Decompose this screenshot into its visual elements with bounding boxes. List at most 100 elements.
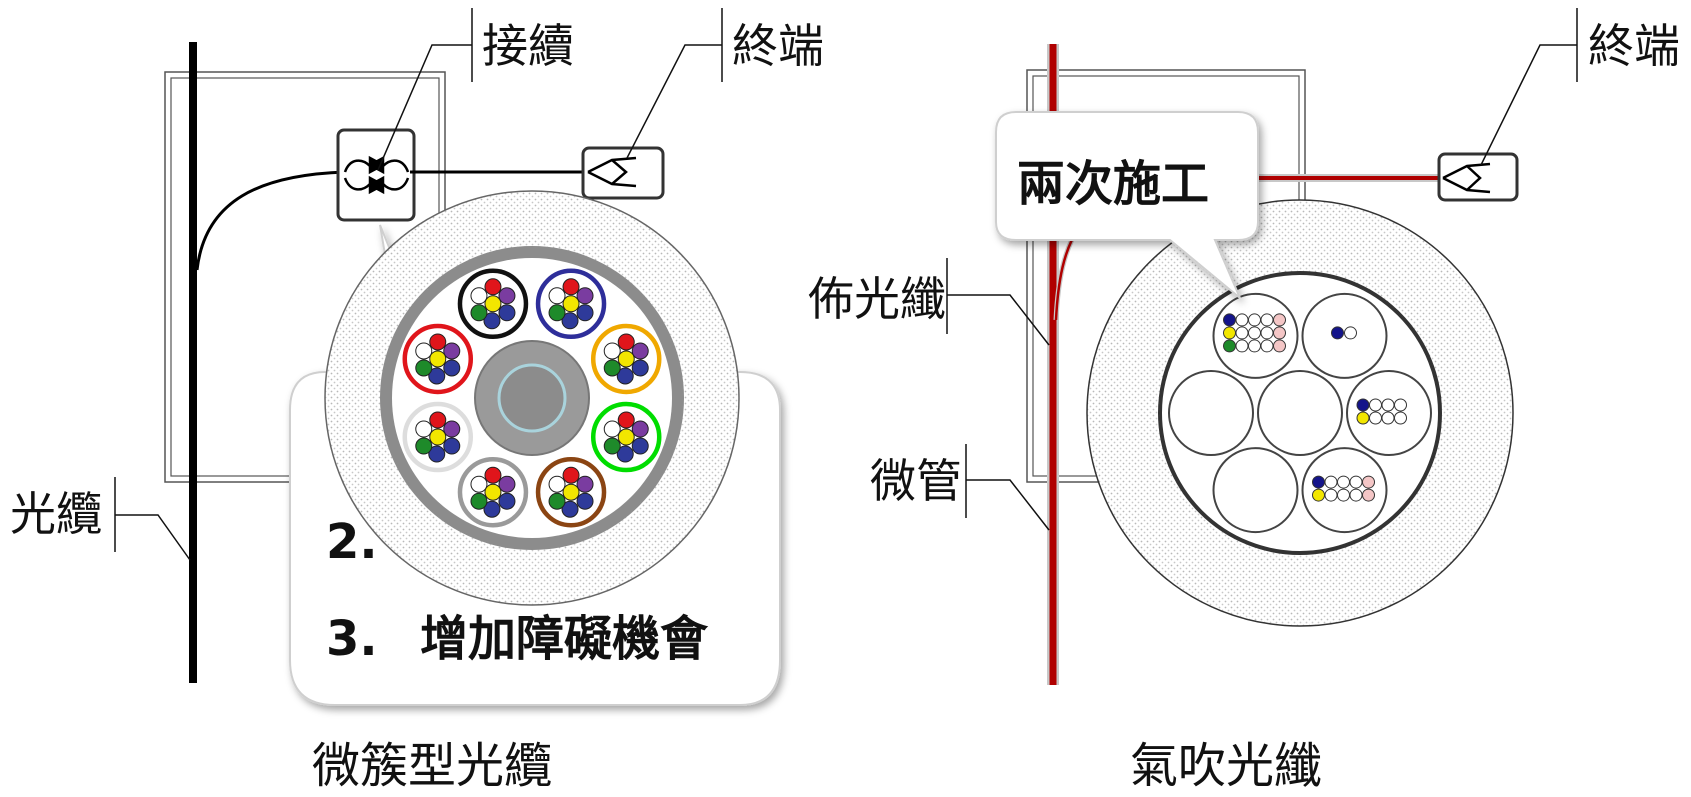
- fiber-dot: [1394, 398, 1407, 412]
- splice-connector-icon: [343, 155, 410, 195]
- fiber-dot: [562, 278, 580, 296]
- fiber-bundle: [590, 323, 662, 395]
- fiber-dot: [1235, 339, 1249, 353]
- fiber-dot: [470, 304, 488, 322]
- micro-duct: [1168, 370, 1254, 456]
- fiber-bundle: [457, 268, 529, 340]
- fiber-dot: [415, 359, 433, 377]
- label-cable: 光纜: [10, 487, 102, 541]
- fiber-dot: [1248, 313, 1261, 327]
- fiber-dot: [617, 411, 635, 429]
- fiber-dot: [616, 367, 634, 385]
- fiber-dot: [443, 359, 461, 377]
- fiber-dot: [428, 367, 446, 385]
- micro-duct: [1212, 447, 1299, 534]
- fiber-dot: [1344, 326, 1357, 340]
- fiber-dot: [1312, 488, 1325, 502]
- fiber-dot: [415, 342, 433, 360]
- fiber-dot: [548, 287, 566, 305]
- fiber-dot: [484, 295, 502, 313]
- fiber-dot: [548, 492, 566, 510]
- fiber-dot: [483, 312, 501, 330]
- fiber-dot: [1356, 398, 1370, 412]
- fiber-dot: [1248, 326, 1261, 340]
- left-caption: 微簇型光纜: [312, 738, 552, 794]
- fiber-dot: [1273, 339, 1286, 353]
- fiber-dot: [1260, 326, 1274, 340]
- fiber-dot: [1273, 313, 1286, 327]
- fiber-dot: [1369, 398, 1382, 412]
- fiber-dot: [631, 342, 649, 360]
- fiber-dot: [603, 437, 621, 455]
- fiber-dot: [1248, 339, 1261, 353]
- fiber-dot: [1362, 475, 1375, 489]
- fiber-dot: [548, 475, 566, 493]
- right-caption: 氣吹光纖: [1130, 738, 1322, 794]
- fiber-dot: [576, 492, 594, 510]
- fiber-dot: [1337, 488, 1350, 502]
- fiber-dot: [1223, 339, 1236, 353]
- fiber-dot: [443, 437, 461, 455]
- fiber-dot: [1362, 488, 1375, 502]
- fiber-dot: [1349, 488, 1363, 502]
- fiber-dot: [1273, 326, 1286, 340]
- fiber-bundle: [457, 456, 529, 528]
- fiber-dot: [616, 445, 634, 463]
- label-left-terminal: 終端: [732, 19, 824, 73]
- fiber-bundle: [590, 401, 662, 473]
- fiber-dot: [1260, 313, 1274, 327]
- left-branch-cable: [195, 170, 346, 271]
- fiber-dot: [484, 278, 502, 296]
- fiber-bundle: [535, 268, 607, 340]
- microcluster-cable-cross-section: [324, 190, 740, 606]
- fiber-dot: [484, 483, 502, 501]
- fiber-dot: [429, 428, 447, 446]
- list-item-3-text: 增加障礙機會: [420, 611, 709, 667]
- fiber-dot: [1312, 475, 1325, 489]
- fiber-dot: [498, 304, 516, 322]
- fiber-dot: [631, 359, 649, 377]
- fiber-dot: [1235, 313, 1249, 327]
- fiber-dot: [1324, 475, 1338, 489]
- right-panel: 兩次施工 終端 佈光纖 微管 氣吹光纖: [808, 8, 1680, 794]
- fiber-dot: [483, 500, 501, 518]
- label-splice: 接續: [482, 19, 574, 73]
- fiber-bundle: [402, 401, 474, 473]
- fiber-bundle: [402, 323, 474, 395]
- label-right-terminal: 終端: [1588, 19, 1680, 73]
- air-blown-cable-cross-section: [1086, 199, 1514, 627]
- fiber-dot: [576, 287, 594, 305]
- fiber-dot: [576, 475, 594, 493]
- micro-duct: [1257, 370, 1343, 456]
- fiber-dot: [1331, 326, 1344, 340]
- fiber-dot: [1381, 398, 1395, 412]
- fiber-dot: [617, 333, 635, 351]
- fiber-dot: [443, 420, 461, 438]
- fiber-dot: [603, 420, 621, 438]
- fiber-dot: [498, 475, 516, 493]
- fiber-dot: [1381, 411, 1395, 425]
- fiber-dot: [470, 475, 488, 493]
- fiber-dot: [561, 312, 579, 330]
- right-callout-text: 兩次施工: [1017, 156, 1209, 212]
- fiber-dot: [429, 411, 447, 429]
- fiber-dot: [429, 333, 447, 351]
- label-fiber: 佈光纖: [808, 272, 946, 326]
- fiber-dot: [1324, 488, 1338, 502]
- fiber-dot: [603, 342, 621, 360]
- fiber-dot: [429, 350, 447, 368]
- fiber-dot: [562, 295, 580, 313]
- fiber-dot: [1349, 475, 1363, 489]
- right-callout-box: [995, 111, 1259, 299]
- fiber-dot: [562, 483, 580, 501]
- fiber-dot: [1260, 339, 1274, 353]
- splice-box: [336, 128, 416, 222]
- fiber-dot: [631, 437, 649, 455]
- fiber-dot: [561, 500, 579, 518]
- fiber-dot: [1394, 411, 1407, 425]
- fiber-dot: [1369, 411, 1382, 425]
- list-item-2-number: 2.: [326, 514, 378, 570]
- fiber-dot: [603, 359, 621, 377]
- fiber-dot: [498, 492, 516, 510]
